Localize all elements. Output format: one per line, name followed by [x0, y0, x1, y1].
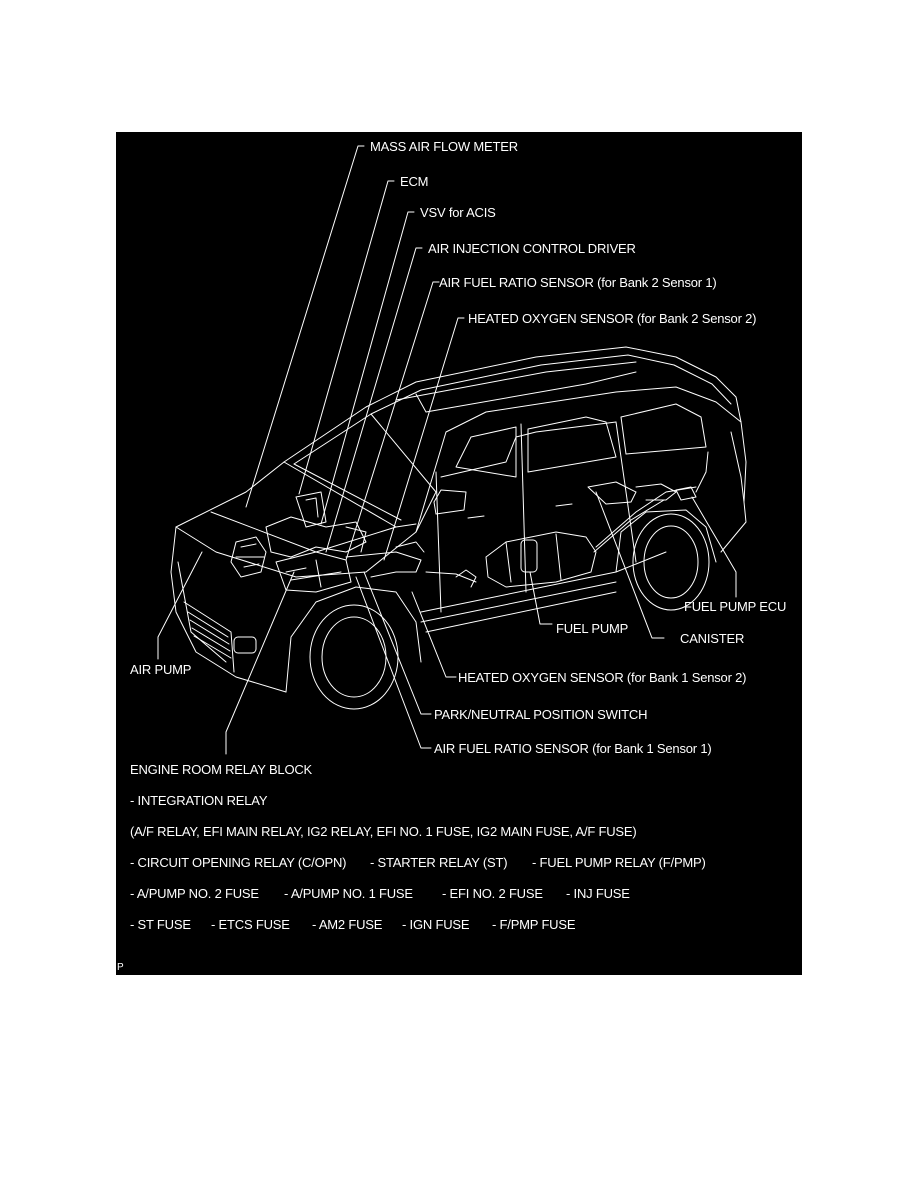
relay-block-line: - INTEGRATION RELAY: [130, 793, 268, 808]
relay-item: - STARTER RELAY (ST): [370, 855, 508, 870]
callout-ecm: ECM: [400, 174, 429, 189]
component-location-diagram: MASS AIR FLOW METER ECM VSV for ACIS AIR…: [116, 132, 802, 975]
fuse-item: - EFI NO. 2 FUSE: [442, 886, 543, 901]
fuse-item: - IGN FUSE: [402, 917, 470, 932]
callout-fuel-pump: FUEL PUMP: [556, 621, 629, 636]
fuse-item: - F/PMP FUSE: [492, 917, 576, 932]
corner-mark: P: [117, 962, 124, 973]
callout-mass-air-flow-meter: MASS AIR FLOW METER: [370, 139, 518, 154]
relay-block-title: ENGINE ROOM RELAY BLOCK: [130, 762, 313, 777]
fuse-item: - A/PUMP NO. 2 FUSE: [130, 886, 259, 901]
callout-af-sensor-bank2-sensor1: AIR FUEL RATIO SENSOR (for Bank 2 Sensor…: [439, 275, 717, 290]
relay-block-line: (A/F RELAY, EFI MAIN RELAY, IG2 RELAY, E…: [130, 824, 637, 839]
fuse-item: - INJ FUSE: [566, 886, 630, 901]
callout-heated-o2-bank2-sensor2: HEATED OXYGEN SENSOR (for Bank 2 Sensor …: [468, 311, 757, 326]
callout-air-pump: AIR PUMP: [130, 662, 192, 677]
fuse-item: - ST FUSE: [130, 917, 191, 932]
vehicle-line-drawing: [157, 145, 747, 755]
fuse-item: - ETCS FUSE: [211, 917, 290, 932]
callout-park-neutral-position-switch: PARK/NEUTRAL POSITION SWITCH: [434, 707, 648, 722]
callout-air-injection-control-driver: AIR INJECTION CONTROL DRIVER: [428, 241, 636, 256]
callout-af-sensor-bank1-sensor1: AIR FUEL RATIO SENSOR (for Bank 1 Sensor…: [434, 741, 712, 756]
relay-item: - CIRCUIT OPENING RELAY (C/OPN): [130, 855, 347, 870]
callout-canister: CANISTER: [680, 631, 745, 646]
callout-heated-o2-bank1-sensor2: HEATED OXYGEN SENSOR (for Bank 1 Sensor …: [458, 670, 747, 685]
callout-vsv-for-acis: VSV for ACIS: [420, 205, 496, 220]
callout-fuel-pump-ecu: FUEL PUMP ECU: [684, 599, 787, 614]
relay-item: - FUEL PUMP RELAY (F/PMP): [532, 855, 706, 870]
fuse-item: - A/PUMP NO. 1 FUSE: [284, 886, 413, 901]
fuse-item: - AM2 FUSE: [312, 917, 383, 932]
